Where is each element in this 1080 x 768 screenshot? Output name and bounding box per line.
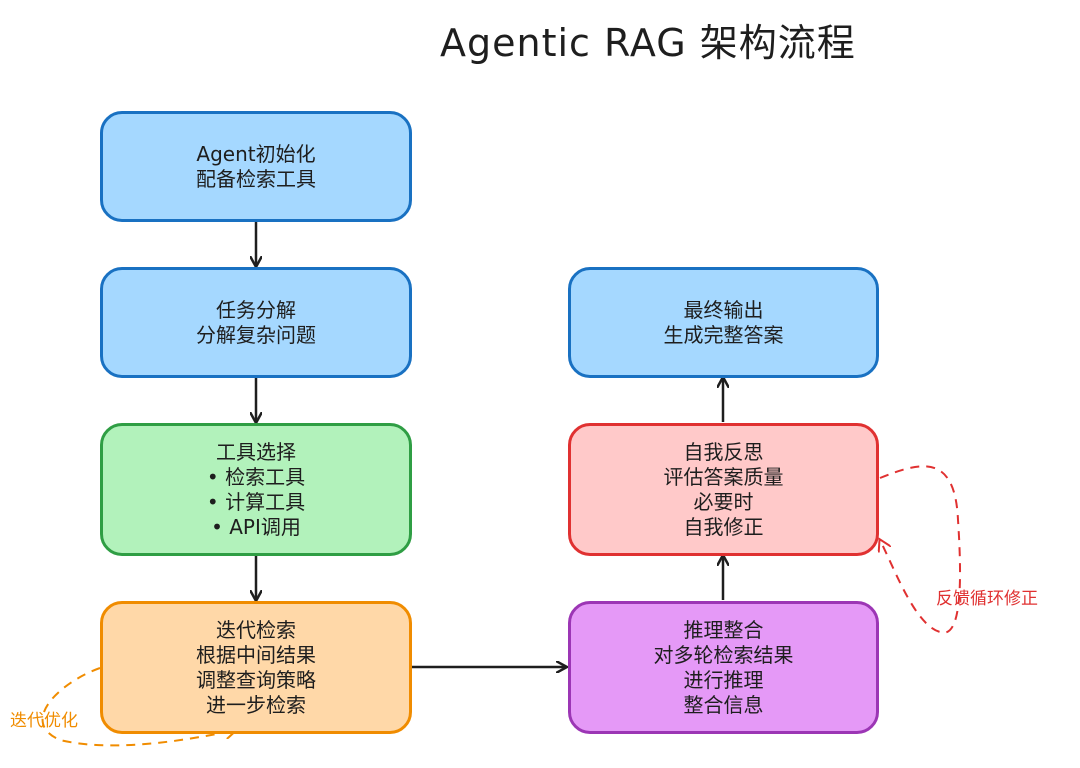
node-line: 配备检索工具 (196, 166, 316, 191)
node-line: 迭代检索 (216, 617, 296, 642)
node-line: • 计算工具 (206, 489, 306, 514)
node-self-reflect: 自我反思 评估答案质量 必要时 自我修正 (568, 423, 879, 556)
node-line: 对多轮检索结果 (653, 642, 794, 667)
node-line: Agent初始化 (196, 141, 316, 166)
feedback-loop-arrow (880, 465, 961, 634)
node-agent-init: Agent初始化 配备检索工具 (100, 111, 412, 222)
feedback-loop-label: 反馈循环修正 (936, 589, 1038, 609)
node-final-output: 最终输出 生成完整答案 (568, 267, 879, 378)
node-line: 整合信息 (683, 692, 764, 717)
node-tool-select: 工具选择 • 检索工具 • 计算工具 • API调用 (100, 423, 412, 556)
node-line: 自我修正 (683, 514, 764, 539)
node-line: 最终输出 (683, 297, 764, 322)
node-line: 生成完整答案 (663, 322, 784, 347)
node-reasoning: 推理整合 对多轮检索结果 进行推理 整合信息 (568, 601, 879, 734)
node-task-decompose: 任务分解 分解复杂问题 (100, 267, 412, 378)
node-line: • 检索工具 (206, 464, 306, 489)
node-line: 根据中间结果 (196, 642, 316, 667)
diagram-title: Agentic RAG 架构流程 (440, 21, 856, 65)
node-iterative-retrieval: 迭代检索 根据中间结果 调整查询策略 进一步检索 (100, 601, 412, 734)
node-line: 推理整合 (683, 617, 764, 642)
node-line: • API调用 (211, 514, 301, 539)
node-line: 自我反思 (683, 439, 764, 464)
node-line: 任务分解 (216, 297, 296, 322)
node-line: 进一步检索 (206, 692, 306, 717)
node-line: 评估答案质量 (663, 464, 784, 489)
node-line: 进行推理 (683, 667, 764, 692)
node-line: 分解复杂问题 (196, 322, 316, 347)
node-line: 调整查询策略 (196, 667, 316, 692)
node-line: 必要时 (693, 489, 754, 514)
node-line: 工具选择 (216, 439, 296, 464)
iterate-loop-label: 迭代优化 (10, 711, 78, 731)
